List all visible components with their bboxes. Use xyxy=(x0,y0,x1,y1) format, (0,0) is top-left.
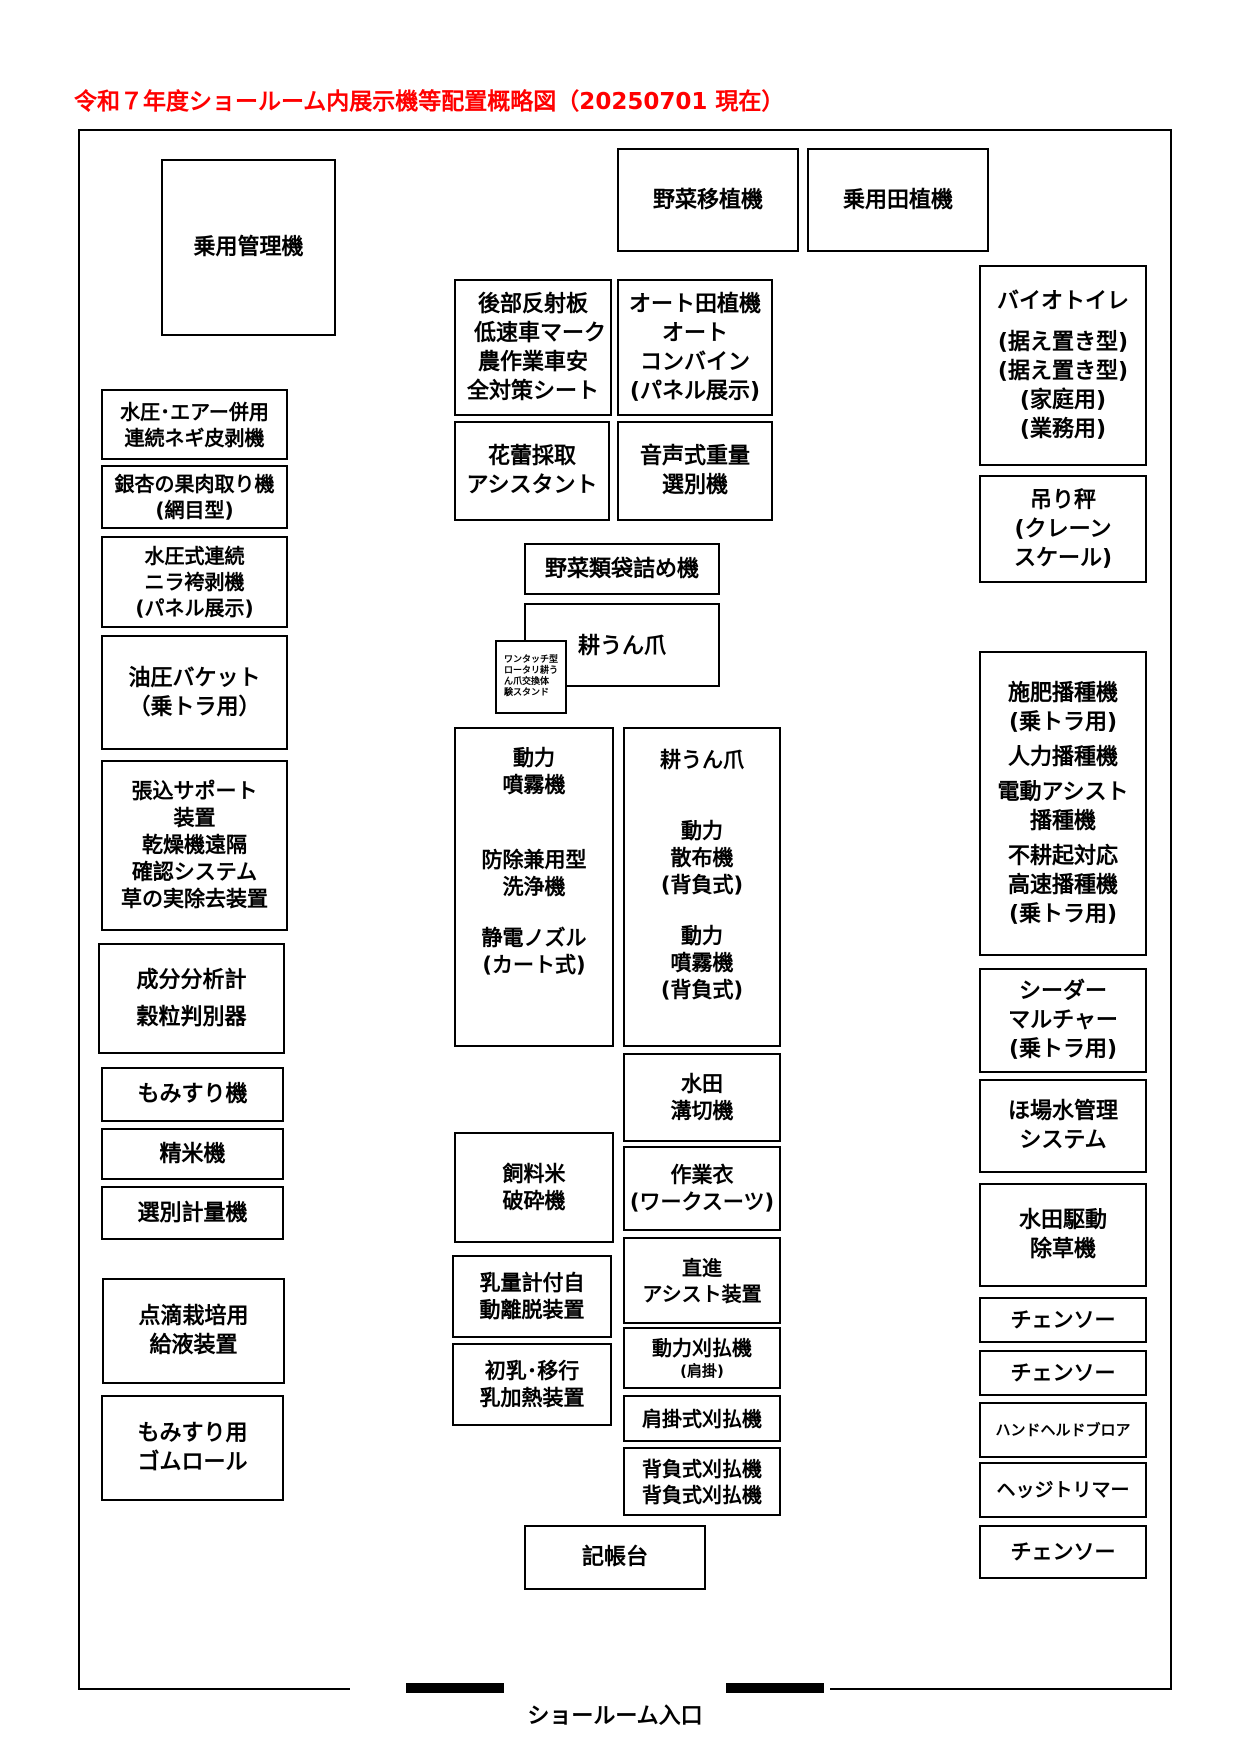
box-auto-tauekki: オート田植機 オート コンバイン (パネル展示) xyxy=(617,279,773,416)
box-momisuri-rubber: もみすり用 ゴムロール xyxy=(101,1395,284,1501)
box-chokushin: 直進 アシスト装置 xyxy=(623,1237,781,1324)
box-seeder: シーダー マルチャー (乗トラ用) xyxy=(979,968,1147,1073)
box-shonyu: 初乳･移行 乳加熱装置 xyxy=(452,1343,612,1426)
box-karai: 花蕾採取 アシスタント xyxy=(454,421,610,521)
box-sehi-group: 施肥播種機 (乗トラ用) 人力播種機 電動アシスト 播種機 不耕起対応 高速播種… xyxy=(979,651,1147,956)
box-chainsaw-3: チェンソー xyxy=(979,1525,1147,1579)
box-yasai-fukuro: 野菜類袋詰め機 xyxy=(524,543,720,595)
box-suiatsu-negi: 水圧･エアー併用 連続ネギ皮剥機 xyxy=(101,389,288,460)
box-handheld-blower: ハンドヘルドブロア xyxy=(979,1402,1147,1458)
box-bio-toilet: バイオトイレ (据え置き型) (据え置き型) (家庭用) (業務用) xyxy=(979,265,1147,466)
box-seoi: 背負式刈払機 背負式刈払機 xyxy=(623,1447,781,1516)
box-kouun-sanpu-group: 耕うん爪 動力 散布機 (背負式) 動力 噴霧機 (背負式) xyxy=(623,727,781,1047)
box-jouyou-kanriki: 乗用管理機 xyxy=(161,159,336,336)
box-nyuuryou: 乳量計付自 動離脱装置 xyxy=(452,1255,612,1338)
box-kouhou-hansha: 後部反射板 低速車マーク 農作業車安 全対策シート xyxy=(454,279,612,416)
box-shiryoumai: 飼料米 破砕機 xyxy=(454,1132,614,1243)
box-hojo: ほ場水管理 システム xyxy=(979,1079,1147,1173)
box-seibun: 成分分析計 穀粒判別器 xyxy=(98,943,285,1054)
box-momisuri: もみすり機 xyxy=(101,1067,284,1122)
box-tenteki: 点滴栽培用 給液装置 xyxy=(102,1278,285,1384)
box-seimai: 精米機 xyxy=(101,1128,284,1180)
page-title: 令和７年度ショールーム内展示機等配置概略図（20250701 現在） xyxy=(74,89,785,115)
box-jouyou-tauekki: 乗用田植機 xyxy=(807,148,989,252)
box-chainsaw-1: チェンソー xyxy=(979,1297,1147,1343)
box-tsuribakari: 吊り秤 (クレーン スケール) xyxy=(979,475,1147,583)
box-chainsaw-2: チェンソー xyxy=(979,1350,1147,1396)
box-onetouch-stand: ワンタッチ型 ロータリ耕う ん爪交換体 験スタンド xyxy=(495,640,567,714)
box-onsei: 音声式重量 選別機 xyxy=(617,421,773,521)
box-jososai: 水田駆動 除草機 xyxy=(979,1183,1147,1287)
box-douryoku-group: 動力 噴霧機 防除兼用型 洗浄機 静電ノズル (カート式) xyxy=(454,727,614,1047)
entrance-label: ショールーム入口 xyxy=(527,1704,703,1729)
box-yasai-ishokuki: 野菜移植機 xyxy=(617,148,799,252)
entrance-door-left xyxy=(406,1683,504,1693)
box-kichoudai: 記帳台 xyxy=(524,1525,706,1590)
box-harikomi: 張込サポート 装置 乾燥機遠隔 確認システム 草の実除去装置 xyxy=(101,760,288,931)
box-suiden-mizo: 水田 溝切機 xyxy=(623,1053,781,1142)
box-katakake: 肩掛式刈払機 xyxy=(623,1395,781,1442)
box-senbetsu: 選別計量機 xyxy=(101,1186,284,1240)
box-yuatsu-bucket: 油圧バケット （乗トラ用） xyxy=(101,635,288,750)
entrance-gap xyxy=(350,1688,830,1690)
box-hedge-trimmer: ヘッジトリマー xyxy=(979,1462,1147,1518)
entrance-door-right xyxy=(726,1683,824,1693)
box-ginnan: 銀杏の果肉取り機 (網目型) xyxy=(101,465,288,529)
box-nira: 水圧式連続 ニラ袴剥機 (パネル展示) xyxy=(101,536,288,628)
box-sagyoui: 作業衣 (ワークスーツ) xyxy=(623,1146,781,1231)
box-karibarai-douryoku: 動力刈払機 (肩掛) xyxy=(623,1327,781,1389)
